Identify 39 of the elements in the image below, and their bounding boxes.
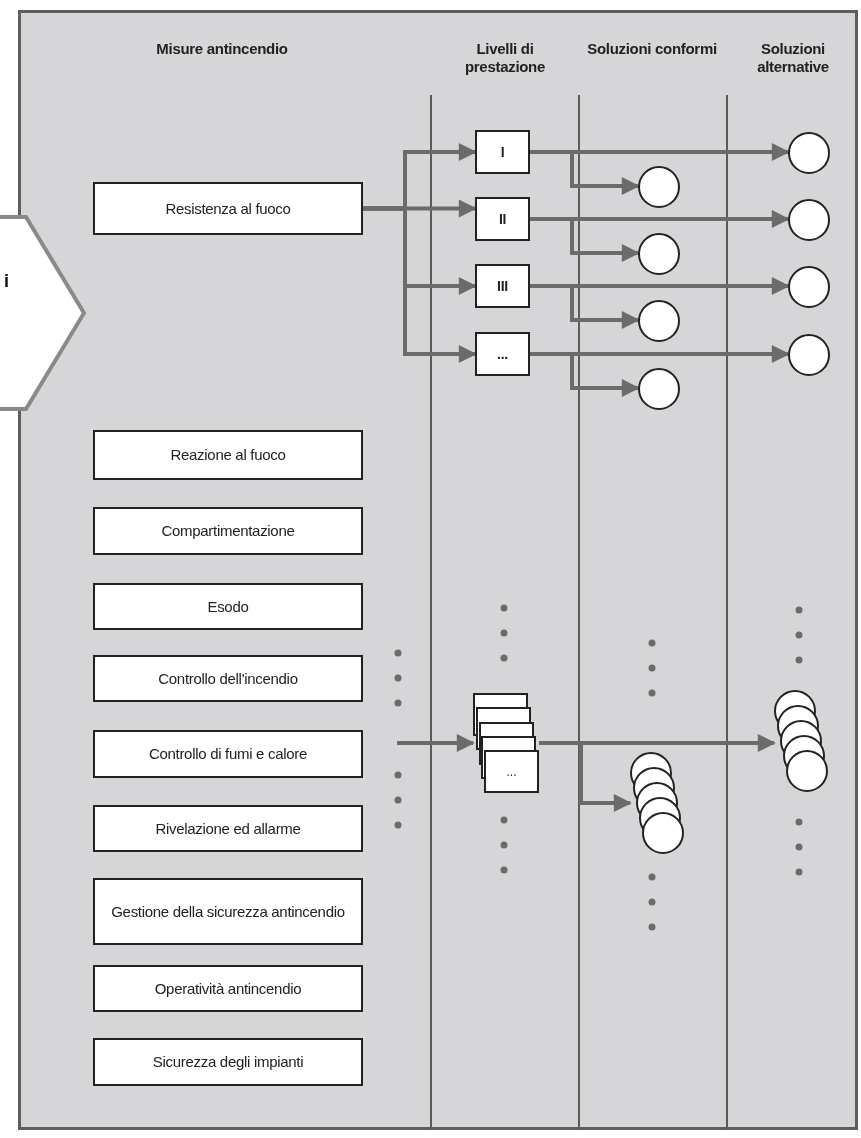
measure-box: Gestione della sicurezza antincendio [93,878,363,945]
stacked-boxes [473,693,539,793]
column-heading: Misure antincendio [155,40,289,58]
measure-box: Esodo [93,583,363,630]
solution-circle [638,300,678,340]
column-heading: Livelli di prestazione [463,40,547,76]
measure-box: Operatività antincendio [93,965,363,1012]
chevron-label: i [4,271,9,292]
measure-box: Resistenza al fuoco [93,182,363,235]
stacked-circles [630,752,684,854]
arrow [530,284,640,329]
chevron-shape [0,215,86,411]
level-box: III [475,264,530,308]
level-box: II [475,197,530,241]
arrow [363,206,477,363]
measure-box: Controllo dell'incendio [93,655,363,702]
measure-box: Compartimentazione [93,507,363,555]
measure-box: Rivelazione ed allarme [93,805,363,852]
solution-circle [638,166,678,206]
arrow [530,217,640,262]
solution-circle [788,266,828,306]
arrow [397,734,475,752]
solution-circle [788,132,828,172]
arrow [539,741,632,812]
column-heading: Soluzioni conformi [586,40,718,58]
measure-box: Sicurezza degli impianti [93,1038,363,1086]
level-box: I [475,130,530,174]
solution-circle [638,233,678,273]
arrow [530,352,640,397]
solution-circle [788,199,828,239]
level-box: ... [475,332,530,376]
stacked-circles [774,690,828,792]
column-heading: Soluzioni alternative [756,40,830,76]
solution-circle [788,334,828,374]
ellipsis-text: ... [506,764,517,779]
measure-box: Reazione al fuoco [93,430,363,480]
arrow [530,150,640,195]
solution-circle [638,368,678,408]
measure-box: Controllo di fumi e calore [93,730,363,778]
